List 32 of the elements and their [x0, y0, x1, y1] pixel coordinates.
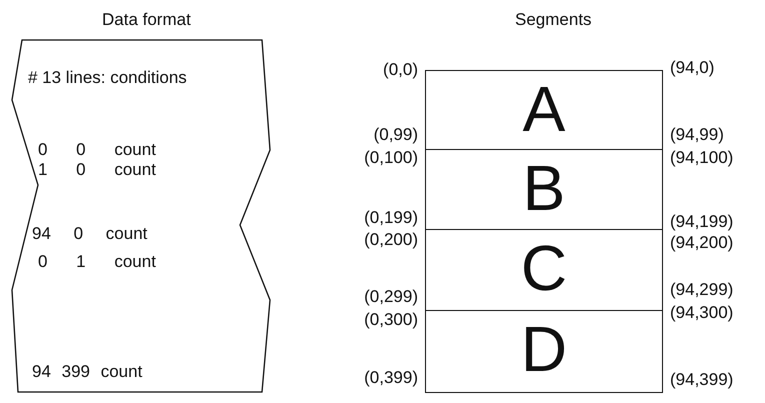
- coordinate-label: (0,199): [364, 208, 418, 228]
- coordinate-label: (94,399): [670, 370, 734, 390]
- data-row: 0 0 count: [38, 140, 156, 160]
- coordinate-label: (0,399): [364, 368, 418, 388]
- coordinate-label: (0,200): [364, 230, 418, 250]
- segment-letter: B: [522, 156, 566, 220]
- coordinate-label: (94,99): [670, 125, 724, 145]
- segment-box: [425, 229, 663, 311]
- coordinate-label: (94,199): [670, 212, 734, 232]
- segment-letter: C: [520, 236, 568, 300]
- data-row: 1 0 count: [38, 160, 156, 180]
- data-row: 94 399 count: [32, 362, 142, 382]
- segment-box: [425, 149, 663, 230]
- column-heading: Data format: [102, 10, 191, 30]
- segment-letter: D: [520, 317, 568, 381]
- coordinate-label: (94,100): [670, 148, 734, 168]
- coordinate-label: (94,200): [670, 233, 734, 253]
- coordinate-label: (94,299): [670, 280, 734, 300]
- coordinate-label: (0,300): [364, 310, 418, 330]
- coordinate-label: (0,0): [383, 60, 418, 80]
- coordinate-label: (94,0): [670, 58, 714, 78]
- data-row: 94 0 count: [32, 224, 148, 244]
- coordinate-label: (0,100): [364, 148, 418, 168]
- column-heading: Segments: [515, 10, 592, 30]
- data-row: 0 1 count: [38, 252, 156, 272]
- segment-box: [425, 70, 663, 150]
- comment-line: # 13 lines: conditions: [28, 68, 187, 88]
- segment-letter: A: [522, 77, 566, 141]
- coordinate-label: (94,300): [670, 303, 734, 323]
- segment-box: [425, 310, 663, 393]
- coordinate-label: (0,299): [364, 287, 418, 307]
- coordinate-label: (0,99): [374, 125, 418, 145]
